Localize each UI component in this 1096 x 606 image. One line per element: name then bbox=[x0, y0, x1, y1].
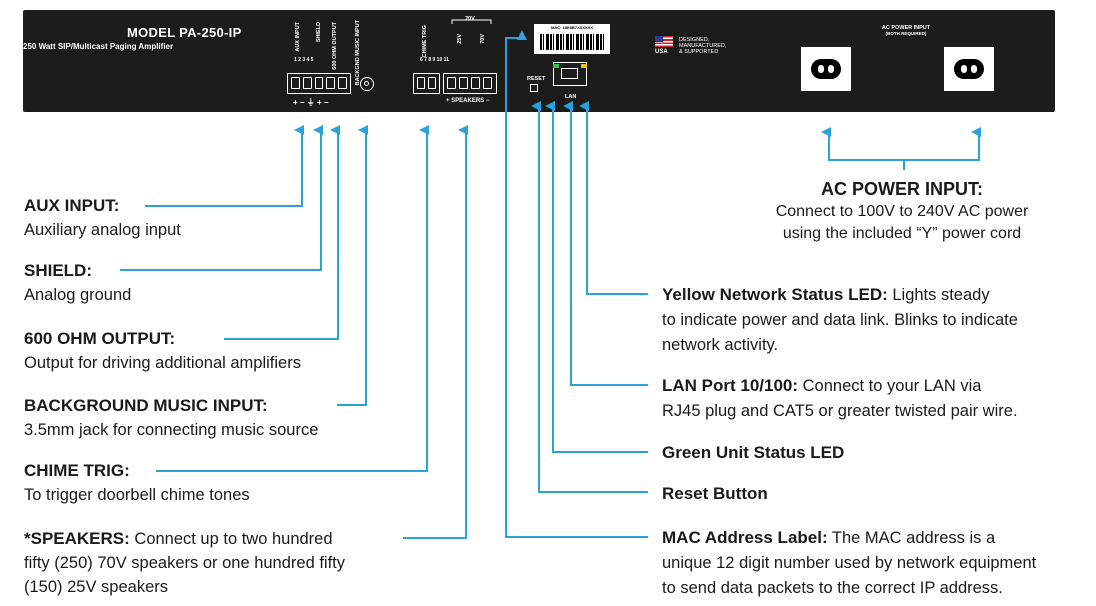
panel-reset-label: RESET bbox=[527, 76, 546, 82]
yellow-led-callout-line bbox=[579, 101, 648, 295]
panel-70v-label: 70V bbox=[465, 16, 475, 22]
reset-button-callout: Reset Button bbox=[662, 484, 768, 503]
mac-address-callout: MAC Address Label: The MAC address is a … bbox=[662, 528, 1037, 597]
mac-text: MAC: 18E8B7XXXXXX bbox=[550, 25, 593, 30]
reset-callout-line bbox=[531, 101, 648, 493]
green-status-led bbox=[553, 64, 559, 68]
mac-address-label: MAC: 18E8B7XXXXXX bbox=[534, 24, 610, 54]
chime-callout-line bbox=[156, 125, 429, 472]
lan-port[interactable] bbox=[553, 62, 587, 86]
panel-ac-power-label: AC POWER INPUT bbox=[881, 25, 931, 31]
lan-callout-line bbox=[563, 101, 648, 386]
model-name: MODEL PA-250-IP bbox=[127, 25, 242, 40]
model-subtitle: 250 Watt SIP/Multicast Paging Amplifier bbox=[23, 42, 174, 51]
yellow-network-led bbox=[581, 64, 587, 68]
lan-port-callout: LAN Port 10/100: Connect to your LAN via… bbox=[662, 376, 1018, 420]
shield-callout-line bbox=[120, 125, 323, 271]
yellow-led-callout: Yellow Network Status LED: Lights steady… bbox=[662, 285, 1018, 354]
ac-inlet-1[interactable] bbox=[801, 47, 851, 91]
panel-pins-right: 6 7 8 9 10 11 bbox=[420, 57, 449, 63]
panel-ac-power-note: (BOTH REQUIRED) bbox=[885, 31, 927, 36]
ac-inlet-2[interactable] bbox=[944, 47, 994, 91]
background-music-jack[interactable] bbox=[360, 77, 374, 91]
background-music-callout: BACKGROUND MUSIC INPUT: 3.5mm jack for c… bbox=[24, 396, 319, 439]
shield-callout: SHIELD: Analog ground bbox=[24, 261, 132, 304]
aux-input-callout: AUX INPUT: Auxiliary analog input bbox=[24, 196, 181, 239]
speakers-callout-line bbox=[403, 125, 468, 539]
ac-power-callout: AC POWER INPUT: Connect to 100V to 240V … bbox=[775, 179, 1029, 242]
green-led-callout-line bbox=[545, 101, 648, 453]
speaker-terminal[interactable] bbox=[443, 73, 497, 94]
terminal-block-left[interactable] bbox=[287, 73, 351, 94]
reset-button[interactable] bbox=[530, 84, 538, 92]
usa-flag-icon bbox=[655, 36, 673, 47]
designed-text: DESIGNED, MANUFACTURED, & SUPPORTED bbox=[679, 37, 727, 55]
aux-callout-line bbox=[145, 125, 304, 207]
600-ohm-output-callout: 600 OHM OUTPUT: Output for driving addit… bbox=[24, 329, 301, 372]
ac-callout-bracket bbox=[828, 132, 980, 161]
panel-lan-label: LAN bbox=[565, 94, 577, 100]
panel-polarity-left: + − ⏚ + − bbox=[293, 98, 329, 107]
mac-callout-line bbox=[505, 30, 648, 538]
ohm-callout-line bbox=[224, 125, 340, 340]
speakers-callout: *SPEAKERS: Connect up to two hundred fif… bbox=[24, 529, 346, 596]
panel-pins-left: 1 2 3 4 5 bbox=[294, 57, 314, 63]
bgmusic-callout-line bbox=[337, 125, 368, 406]
chime-trig-callout: CHIME TRIG: To trigger doorbell chime to… bbox=[24, 461, 250, 504]
panel-speakers-label: + SPEAKERS − bbox=[446, 98, 490, 104]
panel-usa-label: USA bbox=[655, 49, 668, 55]
barcode bbox=[540, 34, 604, 50]
chime-terminal[interactable] bbox=[413, 73, 440, 94]
green-led-callout: Green Unit Status LED bbox=[662, 443, 845, 462]
